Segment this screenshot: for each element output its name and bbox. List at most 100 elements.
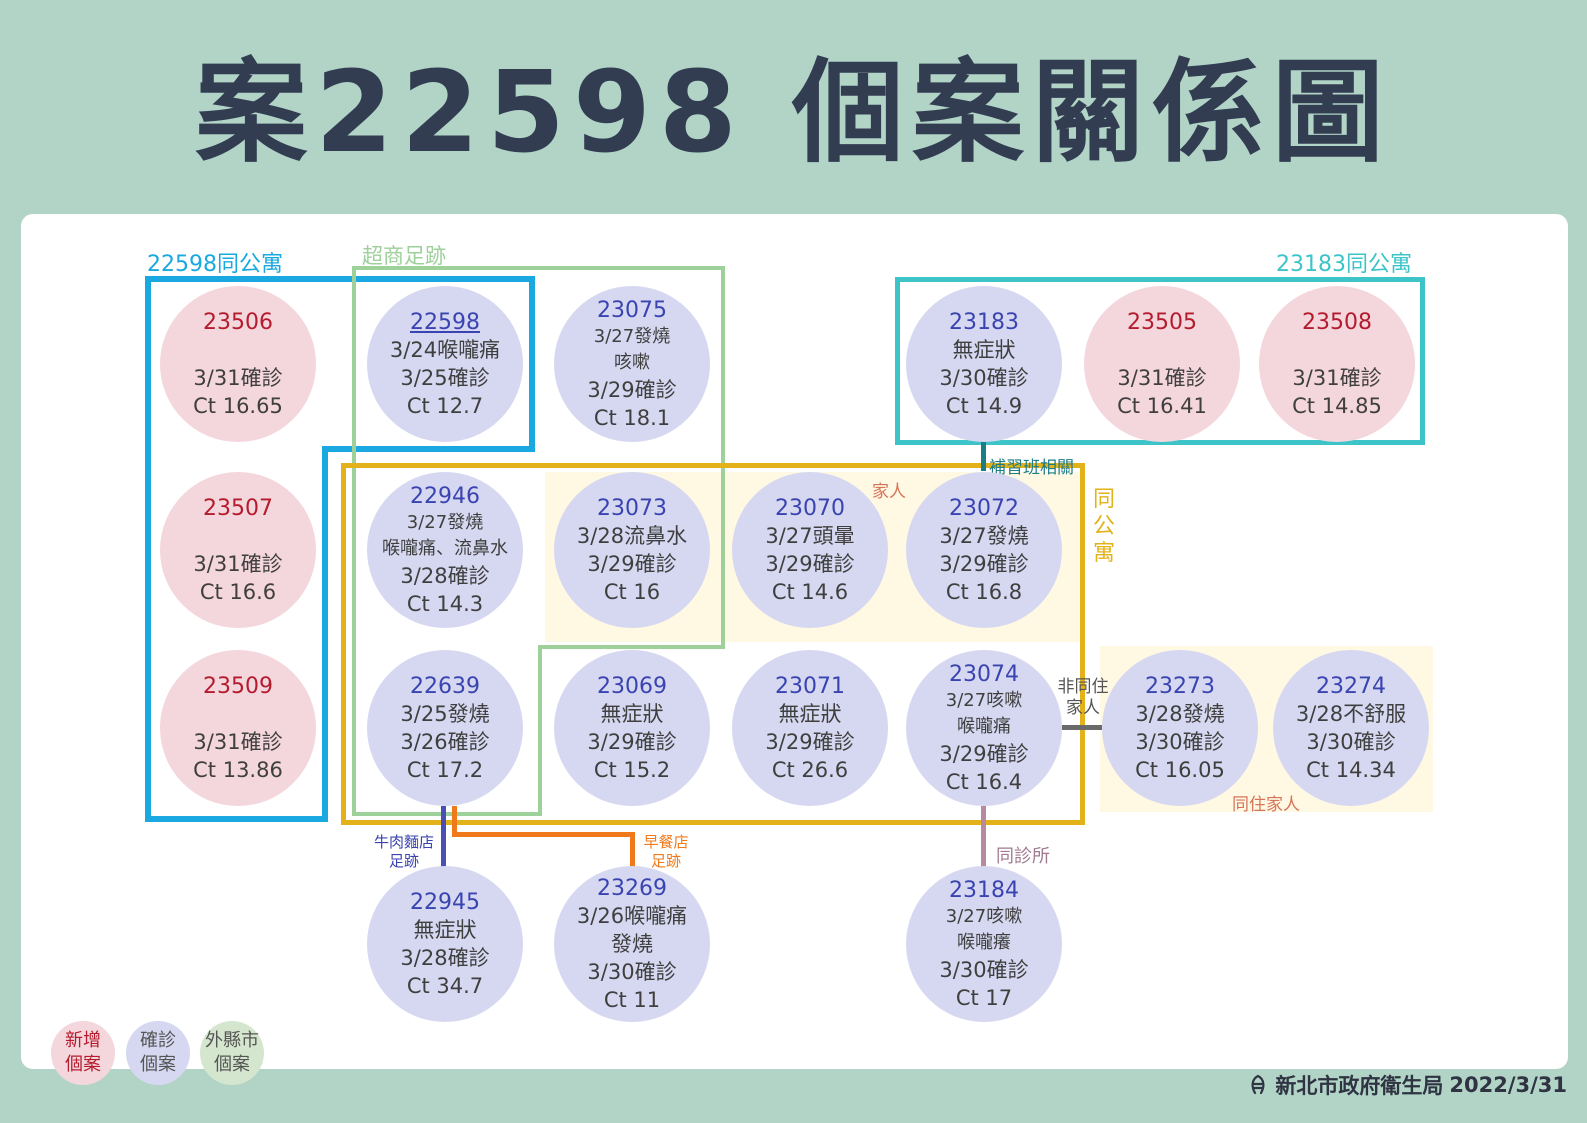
- store-frame-left: [352, 266, 356, 816]
- case-detail: Ct 12.7: [406, 393, 484, 418]
- store-frame-right: [721, 266, 725, 649]
- legend-confirmed-line1: 確診: [140, 1030, 176, 1051]
- case-detail: Ct 17.2: [406, 757, 484, 782]
- case-detail: 喉嚨痛: [957, 715, 1011, 737]
- non-cohabiting-link-line: [1062, 725, 1102, 730]
- apt22598-frame-left: [145, 276, 151, 822]
- case-23075: 23075 3/27發燒 咳嗽 3/29確診 Ct 18.1: [554, 286, 710, 442]
- case-id: 23073: [597, 495, 667, 521]
- case-detail: Ct 14.34: [1306, 757, 1396, 782]
- breakfast-label-line2: 足跡: [650, 852, 681, 870]
- cohabiting-label: 同住家人: [1232, 795, 1300, 815]
- case-23184: 23184 3/27咳嗽 喉嚨癢 3/30確診 Ct 17: [906, 866, 1062, 1022]
- apt22598-frame-step: [322, 446, 535, 452]
- case-id: 23508: [1302, 309, 1372, 335]
- case-detail: 3/30確診: [1306, 729, 1396, 754]
- non-cohabiting-label-line2: 家人: [1066, 698, 1100, 718]
- breakfast-link-line-down: [452, 806, 457, 836]
- case-detail: 3/30確診: [939, 365, 1029, 390]
- page-title: 案22598 個案關係圖: [195, 48, 1392, 178]
- same-apt-char-1: 同: [1092, 487, 1115, 512]
- case-id: 23506: [203, 309, 273, 335]
- case-detail: 3/27發燒: [593, 325, 671, 347]
- case-detail: Ct 14.85: [1292, 393, 1382, 418]
- clinic-label: 同診所: [996, 846, 1050, 867]
- same-apt-frame: [341, 463, 1085, 825]
- case-id: 23274: [1316, 673, 1386, 699]
- case-23069: 23069 無症狀 3/29確診 Ct 15.2: [554, 650, 710, 806]
- health-bureau-logo-icon: [1247, 1074, 1269, 1096]
- case-22946: 22946 3/27發燒 喉嚨痛、流鼻水 3/28確診 Ct 14.3: [367, 472, 523, 628]
- legend-other-county-line2: 個案: [214, 1054, 250, 1075]
- case-23183: 23183 無症狀 3/30確診 Ct 14.9: [906, 286, 1062, 442]
- case-detail: 3/27咳嗽: [945, 689, 1023, 711]
- store-frame-bottom: [352, 812, 542, 816]
- beef-noodle-label-line2: 足跡: [388, 852, 419, 870]
- breakfast-link-line-down2: [630, 832, 635, 868]
- case-detail: 3/27咳嗽: [945, 905, 1023, 927]
- case-detail: Ct 13.86: [193, 757, 283, 782]
- case-id: 23069: [597, 673, 667, 699]
- non-cohabiting-label-line1: 非同住: [1057, 677, 1109, 697]
- case-22598: 22598 3/24喉嚨痛 3/25確診 Ct 12.7: [367, 286, 523, 442]
- case-detail: Ct 26.6: [771, 757, 849, 782]
- legend-new-case: 新增個案: [51, 1021, 115, 1085]
- case-id: 23074: [949, 661, 1019, 687]
- case-id: 23072: [949, 495, 1019, 521]
- apt22598-frame-right-bottom: [322, 446, 328, 822]
- case-detail: 3/31確診: [1292, 365, 1382, 390]
- case-detail: 3/28流鼻水: [576, 523, 688, 548]
- footer-org: 新北市政府衛生局: [1275, 1074, 1444, 1098]
- case-23505: 23505 3/31確診 Ct 16.41: [1084, 286, 1240, 442]
- case-detail: Ct 16.8: [945, 579, 1023, 604]
- case-id: 23273: [1145, 673, 1215, 699]
- case-id: 22639: [410, 673, 480, 699]
- case-detail: 3/27發燒: [939, 523, 1029, 548]
- case-detail: 3/30確診: [587, 959, 677, 984]
- tutoring-label: 補習班相關: [989, 458, 1074, 478]
- case-detail: 3/29確診: [587, 551, 677, 576]
- case-detail: 3/29確診: [939, 551, 1029, 576]
- case-22945: 22945 無症狀 3/28確診 Ct 34.7: [367, 866, 523, 1022]
- case-23506: 23506 3/31確診 Ct 16.65: [160, 286, 316, 442]
- case-detail: 3/29確診: [939, 741, 1029, 766]
- case-detail: 無症狀: [413, 917, 477, 942]
- case-detail: Ct 34.7: [406, 973, 484, 998]
- case-detail: 3/31確診: [193, 551, 283, 576]
- apt22598-frame-right-top: [529, 276, 535, 452]
- same-apt-label: 同 公 寓: [1092, 486, 1116, 567]
- case-detail: Ct 16.4: [945, 769, 1023, 794]
- case-detail: Ct 18.1: [593, 405, 671, 430]
- case-id: 23075: [597, 297, 667, 323]
- case-detail: 3/27頭暈: [765, 523, 855, 548]
- breakfast-label: 早餐店 足跡: [636, 833, 696, 871]
- non-cohabiting-label: 非同住 家人: [1052, 677, 1114, 719]
- case-id: 23507: [203, 495, 273, 521]
- case-23269: 23269 3/26喉嚨痛 發燒 3/30確診 Ct 11: [554, 866, 710, 1022]
- case-23274: 23274 3/28不舒服 3/30確診 Ct 14.34: [1273, 650, 1429, 806]
- case-23273: 23273 3/28發燒 3/30確診 Ct 16.05: [1102, 650, 1258, 806]
- case-23509: 23509 3/31確診 Ct 13.86: [160, 650, 316, 806]
- case-id: 23184: [949, 877, 1019, 903]
- case-detail: 3/29確診: [765, 729, 855, 754]
- store-label: 超商足跡: [362, 244, 446, 268]
- case-detail: 3/26喉嚨痛: [576, 903, 688, 928]
- case-detail: 3/28確診: [400, 945, 490, 970]
- case-23507: 23507 3/31確診 Ct 16.6: [160, 472, 316, 628]
- case-detail: Ct 16: [603, 579, 661, 604]
- case-detail: Ct 16.6: [199, 579, 277, 604]
- store-frame-top: [352, 266, 725, 270]
- beef-noodle-label: 牛肉麵店 足跡: [368, 833, 440, 871]
- case-detail: 3/24喉嚨痛: [389, 337, 501, 362]
- breakfast-label-line1: 早餐店: [643, 833, 689, 851]
- case-id: 23269: [597, 875, 667, 901]
- case-detail: Ct 15.2: [593, 757, 671, 782]
- apt23183-label: 23183同公寓: [1276, 252, 1412, 277]
- case-id: 23509: [203, 673, 273, 699]
- case-detail: 喉嚨痛、流鼻水: [382, 537, 508, 559]
- case-detail: 咳嗽: [614, 351, 650, 373]
- case-detail: 3/26確診: [400, 729, 490, 754]
- store-frame-step: [538, 645, 725, 649]
- case-detail: 3/31確診: [193, 365, 283, 390]
- case-detail: 3/25發燒: [400, 701, 490, 726]
